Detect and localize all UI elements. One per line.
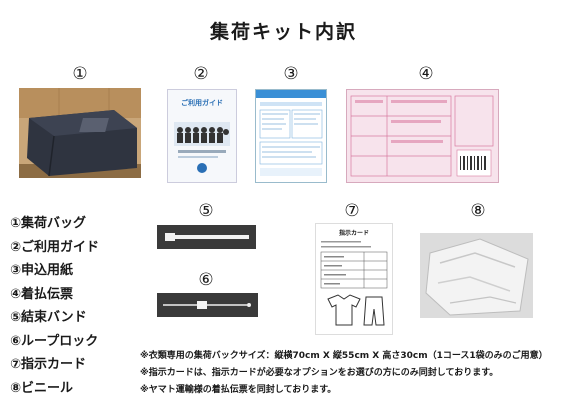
cod-slip-image [346,89,499,183]
user-guide-image: ご利用ガイド [167,89,237,183]
item-number-2: ② [193,64,209,84]
item-number-4: ④ [418,64,434,84]
list-item: ④着払伝票 [10,286,74,302]
item-number-6: ⑥ [198,270,214,290]
list-item: ⑤結束バンド [10,310,87,325]
item-number-3: ③ [283,64,299,84]
note-instruction-card: ※指示カードは、指示カードが必要なオプションをお選びの方にのみ同封しております。 [140,368,499,378]
loop-lock-image [157,293,258,317]
item-number-5: ⑤ [198,201,214,221]
cable-tie-image [157,225,256,249]
list-item: ⑧ビニール [10,380,74,396]
card-title: 指示カード [338,230,369,237]
notes: ※衣類専用の集荷バックサイズ：縦横70cm X 縦55cm X 高さ30cm（1… [140,348,548,399]
item-number-1: ① [72,64,88,84]
list-item: ②ご利用ガイド [10,239,100,255]
guide-label: ご利用ガイド [181,99,223,107]
item-list: ①集荷バッグ ②ご利用ガイド ③申込用紙 ④着払伝票 ⑤結束バンド ⑥ループロッ… [10,212,99,400]
vinyl-bag-image [420,233,533,318]
note-cod-slip: ※ヤマト運輸様の着払伝票を同封しております。 [140,385,337,395]
list-item: ⑥ループロック [10,333,99,349]
application-form-image [255,89,327,183]
item-number-8: ⑧ [470,201,486,221]
list-item: ⑦指示カード [10,357,87,372]
instruction-card-image: 指示カード [315,223,393,335]
collection-bag-image [19,88,141,178]
list-item: ①集荷バッグ [10,216,87,231]
page-title: 集荷キット内訳 [209,21,357,43]
item-number-7: ⑦ [344,201,360,221]
note-bag-size: ※衣類専用の集荷バックサイズ：縦横70cm X 縦55cm X 高さ30cm（1… [140,351,548,361]
list-item: ③申込用紙 [10,263,74,278]
